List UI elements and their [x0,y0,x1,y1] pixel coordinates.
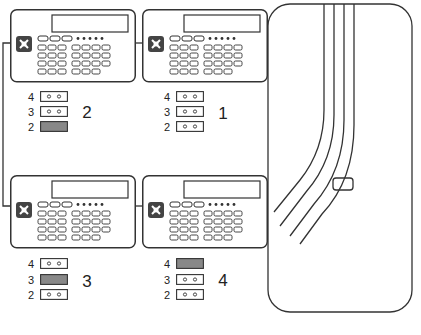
jumper-block [177,92,204,132]
jumper-pin-number: 4 [164,259,170,270]
keypad [143,10,268,82]
jumper-pin-number: 2 [28,122,34,133]
jumper-block [41,92,68,132]
jumper-block [41,259,68,300]
jumper-pin-number: 3 [164,107,170,118]
jumper-pin-number: 4 [164,92,170,103]
control-panel [268,4,412,312]
keypad [11,176,136,248]
callout-number: 3 [82,273,91,290]
jumper-block [177,259,204,300]
callout-number: 4 [218,272,227,289]
jumper-pin-number: 3 [164,275,170,286]
keypad [11,10,136,82]
jumper-pin-number: 3 [28,107,34,118]
jumper-pin-number: 4 [28,259,34,270]
jumper-pin-number: 2 [28,290,34,301]
jumper-pin-number: 4 [28,92,34,103]
jumper-pin-number: 2 [164,290,170,301]
jumper-pin-number: 2 [164,122,170,133]
callout-number: 2 [82,104,91,121]
jumper-pin-number: 3 [28,275,34,286]
callout-number: 1 [218,105,227,122]
keypad [143,176,268,248]
